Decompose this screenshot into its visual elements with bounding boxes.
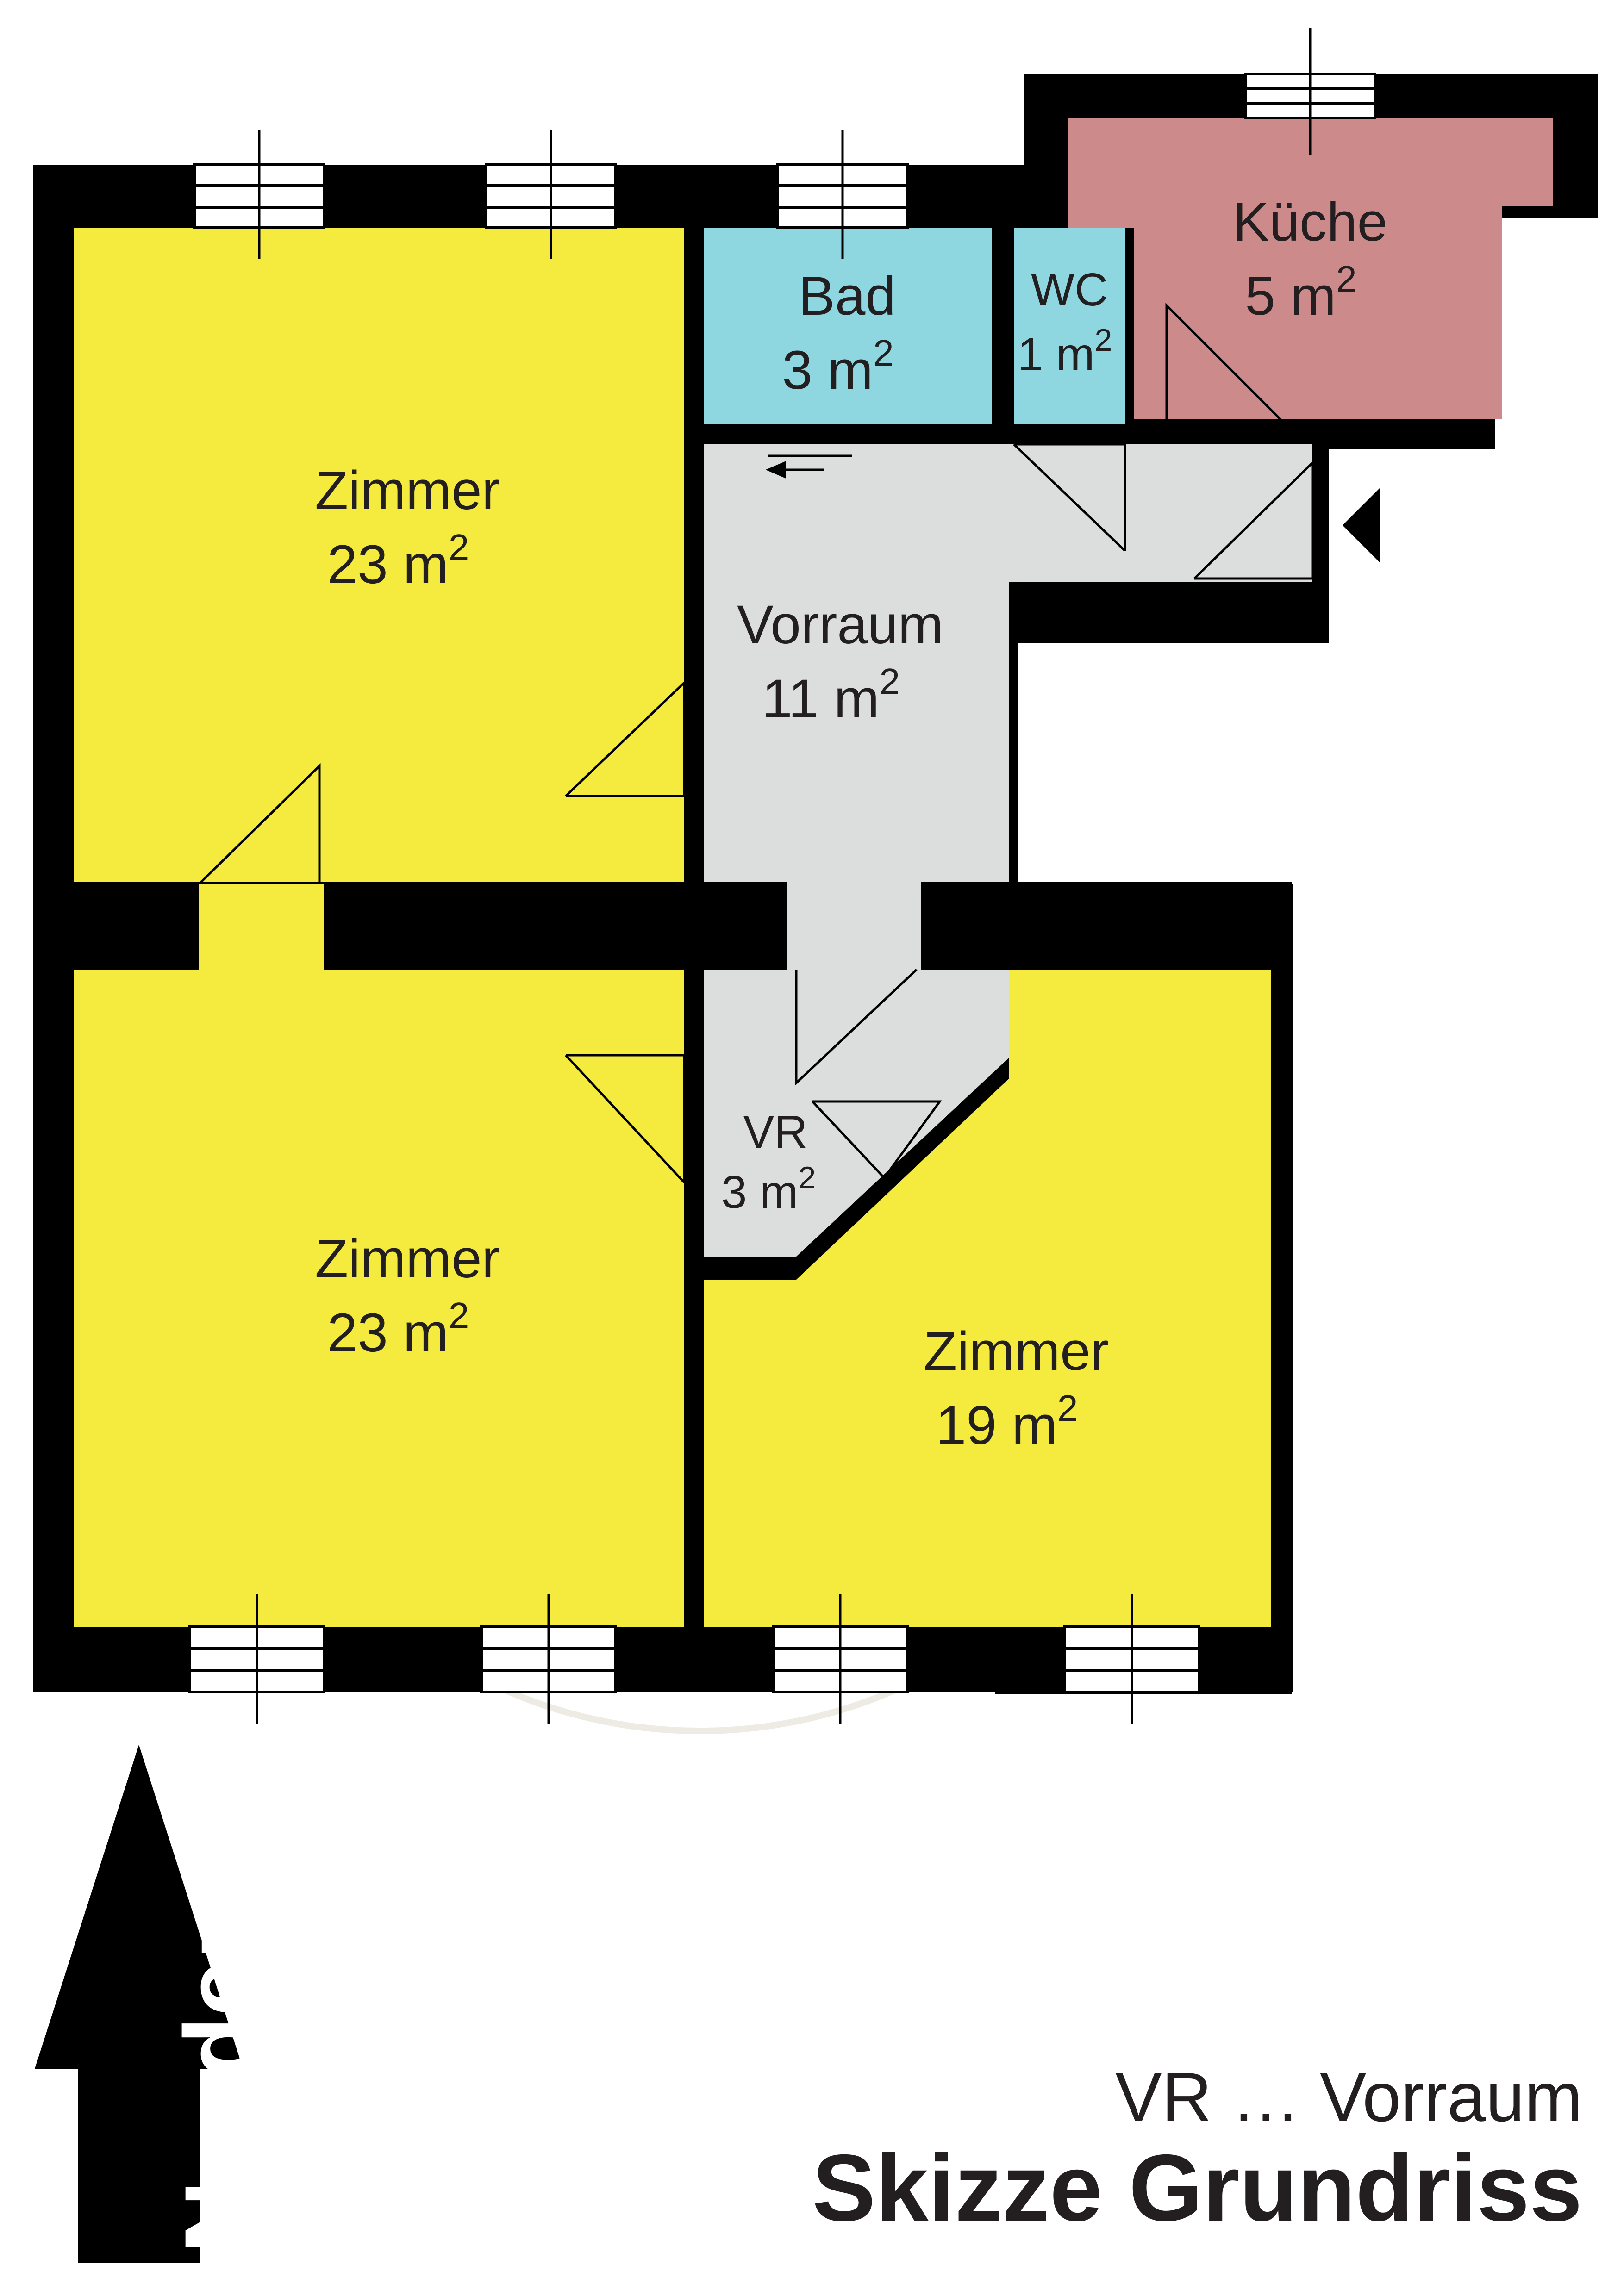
legend: VR … Vorraum bbox=[1115, 2058, 1582, 2136]
door-swings bbox=[198, 302, 1314, 1183]
entrance-arrow-icon bbox=[1343, 488, 1380, 562]
fill-zimmer-se bbox=[704, 970, 1271, 1627]
door-zimmer-se bbox=[812, 1100, 942, 1179]
label-zimmer-nw-name: Zimmer bbox=[315, 460, 500, 521]
fill-bad bbox=[704, 228, 992, 424]
north-arrow-stem bbox=[78, 2069, 200, 2263]
fill-wc bbox=[1014, 228, 1125, 424]
fill-kueche bbox=[1068, 118, 1553, 419]
label-kueche-area: 5 m2 bbox=[1245, 258, 1356, 327]
north-arrow-icon bbox=[35, 1745, 243, 2069]
label-zimmer-nw-area: 23 m2 bbox=[327, 527, 469, 595]
door-zimmer-sw bbox=[566, 1054, 686, 1182]
wall-middle-west bbox=[74, 882, 684, 970]
label-zimmer-sw-name: Zimmer bbox=[315, 1228, 500, 1289]
label-zimmer-se-name: Zimmer bbox=[924, 1321, 1109, 1382]
room-labels: Zimmer 23 m2 Bad 3 m2 WC 1 m2 Küche 5 m2… bbox=[315, 192, 1387, 1456]
door-openings bbox=[199, 884, 324, 970]
door-entry bbox=[1194, 463, 1314, 580]
wall-middle-center bbox=[684, 882, 787, 970]
label-wc-name: WC bbox=[1031, 264, 1108, 316]
page-title: Skizze Grundriss bbox=[812, 2135, 1582, 2241]
fill-vorraum bbox=[704, 444, 1312, 884]
fill-vorraum-passage bbox=[787, 882, 921, 926]
door-kueche bbox=[1165, 302, 1283, 422]
door-zimmer-nw-east bbox=[566, 683, 686, 797]
label-vorraum-area: 11 m2 bbox=[762, 661, 900, 729]
sliding-door-bad bbox=[765, 454, 852, 479]
wall-middle-east bbox=[921, 882, 1292, 970]
partitions bbox=[684, 228, 1329, 1627]
label-bad-name: Bad bbox=[799, 266, 896, 327]
fill-zimmer-nw bbox=[74, 228, 684, 884]
fill-vr bbox=[704, 970, 1009, 1257]
exterior-cutouts bbox=[1009, 218, 1624, 1722]
label-kueche-name: Küche bbox=[1233, 192, 1388, 253]
label-bad-area: 3 m2 bbox=[782, 332, 893, 401]
label-vorraum-name: Vorraum bbox=[737, 594, 943, 655]
door-wc bbox=[1014, 443, 1126, 551]
label-vr-name: VR bbox=[743, 1106, 808, 1158]
label-zimmer-sw-area: 23 m2 bbox=[327, 1295, 469, 1363]
door-vr-north bbox=[795, 969, 918, 1086]
label-wc-area: 1 m2 bbox=[1018, 323, 1112, 380]
door-zimmer-nw-south bbox=[198, 763, 321, 885]
room-fills bbox=[74, 118, 1553, 1627]
fill-zimmer-sw bbox=[74, 970, 684, 1627]
label-zimmer-se-area: 19 m2 bbox=[936, 1388, 1078, 1456]
window-axes bbox=[256, 28, 1312, 1724]
label-vr-area: 3 m2 bbox=[721, 1160, 816, 1218]
north-label: Norden bbox=[163, 1898, 277, 2254]
